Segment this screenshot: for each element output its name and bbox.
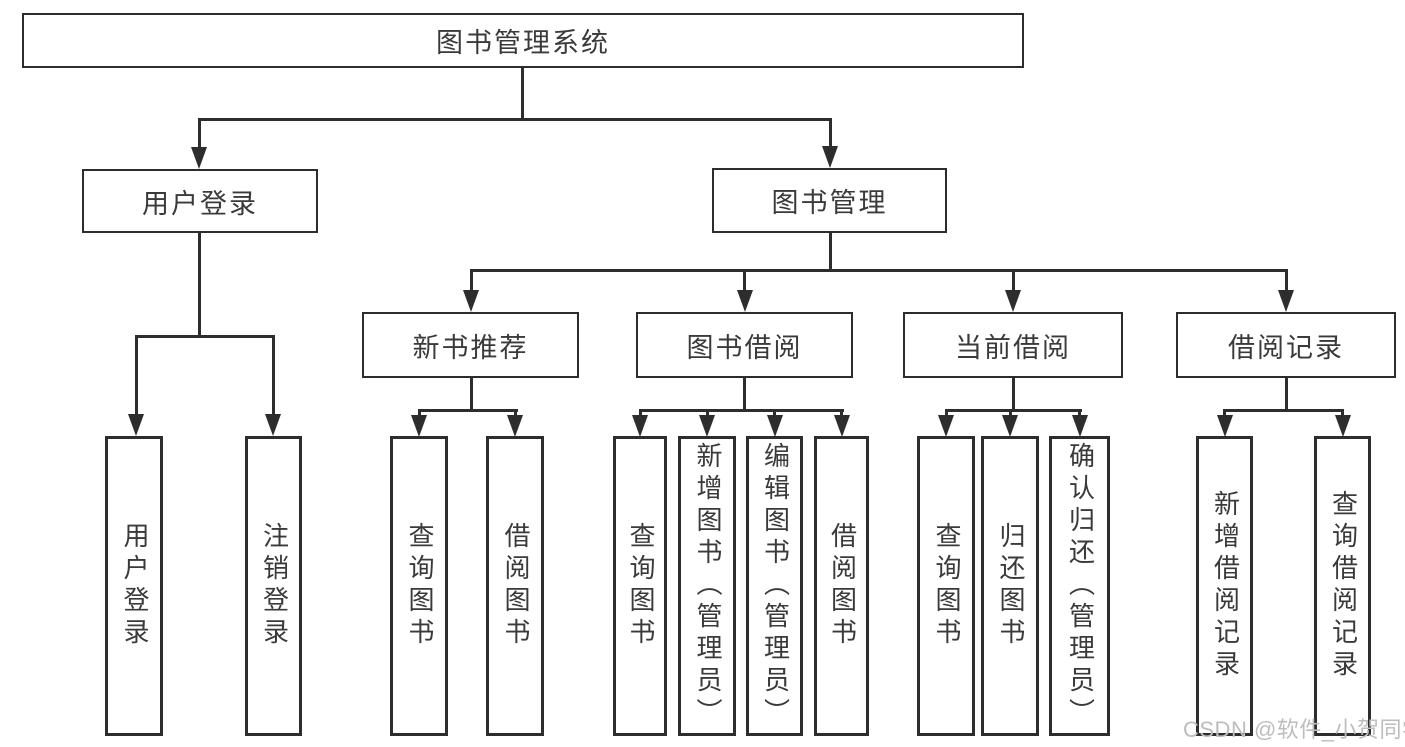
connector-line: [743, 378, 746, 412]
leaf-query-borrow-record-label: 查询借阅记录: [1328, 490, 1359, 682]
node-library-management-system: 图书管理系统: [22, 13, 1024, 68]
leaf-logout: 注销登录: [245, 436, 302, 736]
connector-line: [1011, 378, 1015, 412]
arrowhead: [766, 415, 783, 437]
arrowhead: [507, 415, 523, 437]
connector-line: [134, 335, 138, 415]
leaf-borrow-books-recommend: 借阅图书: [486, 436, 544, 736]
connector-line: [417, 408, 518, 412]
arrowhead: [1216, 415, 1233, 437]
leaf-add-borrow-record-label: 新增借阅记录: [1210, 490, 1241, 682]
leaf-confirm-return-admin: 确认归还（管理员）: [1049, 436, 1110, 736]
arrowhead: [822, 146, 838, 168]
leaf-query-books-borrowing-label: 查询图书: [625, 522, 656, 650]
leaf-user-login: 用户登录: [105, 436, 163, 736]
connector-line: [1011, 270, 1015, 292]
connector-line: [520, 66, 524, 120]
connector-line: [638, 408, 844, 412]
connector-line: [469, 378, 473, 412]
connector-line: [828, 233, 832, 272]
arrowhead: [191, 147, 207, 169]
node-user-login: 用户登录: [82, 169, 318, 233]
arrowhead: [736, 290, 753, 312]
connector-line: [469, 268, 1288, 272]
arrowhead: [1005, 290, 1021, 312]
arrowhead: [1071, 415, 1088, 437]
connector-line: [743, 270, 746, 292]
arrowhead: [463, 290, 479, 312]
arrowhead: [938, 415, 954, 437]
connector-line: [1284, 270, 1288, 292]
leaf-query-books-recommend-label: 查询图书: [404, 522, 435, 650]
leaf-add-borrow-record: 新增借阅记录: [1196, 436, 1253, 736]
connector-line: [828, 119, 832, 152]
leaf-logout-label: 注销登录: [259, 522, 290, 650]
arrowhead: [265, 414, 281, 436]
connector-line: [197, 119, 201, 153]
arrowhead: [1334, 415, 1351, 437]
leaf-borrow-books-recommend-label: 借阅图书: [500, 522, 531, 650]
arrowhead: [833, 415, 850, 437]
connector-line: [1223, 408, 1344, 412]
arrowhead: [632, 415, 648, 437]
arrowhead: [699, 415, 715, 437]
node-current-borrowing: 当前借阅: [903, 312, 1123, 378]
csdn-watermark: CSDN @软件_小贺同学: [1183, 717, 1405, 742]
leaf-confirm-return-admin-label: 确认归还（管理员）: [1065, 442, 1096, 730]
leaf-borrow-books: 借阅图书: [814, 436, 869, 736]
node-book-borrowing: 图书借阅: [636, 312, 853, 378]
arrowhead: [411, 415, 427, 437]
leaf-return-books-label: 归还图书: [995, 522, 1026, 650]
connector-line: [134, 334, 275, 338]
node-borrowing-records: 借阅记录: [1176, 312, 1396, 378]
leaf-add-books-admin: 新增图书（管理员）: [678, 436, 736, 736]
connector-line: [469, 270, 473, 292]
leaf-edit-books-admin: 编辑图书（管理员）: [746, 436, 803, 736]
node-book-management: 图书管理: [712, 168, 947, 233]
connector-line: [197, 117, 832, 121]
arrowhead: [1278, 290, 1294, 312]
node-new-book-recommendation: 新书推荐: [362, 312, 579, 378]
leaf-edit-books-admin-label: 编辑图书（管理员）: [760, 442, 791, 730]
leaf-add-books-admin-label: 新增图书（管理员）: [692, 442, 723, 730]
leaf-query-borrow-record: 查询借阅记录: [1314, 436, 1371, 736]
leaf-return-books: 归还图书: [981, 436, 1039, 736]
leaf-query-books-borrowing: 查询图书: [613, 436, 667, 736]
arrowhead: [128, 414, 144, 436]
connector-line: [1284, 378, 1288, 412]
connector-line: [271, 335, 275, 415]
leaf-query-books-current-label: 查询图书: [931, 522, 962, 650]
leaf-query-books-recommend: 查询图书: [390, 436, 448, 736]
leaf-borrow-books-label: 借阅图书: [827, 522, 858, 650]
connector-line: [944, 408, 1082, 412]
leaf-user-login-label: 用户登录: [119, 522, 150, 650]
arrowhead: [1002, 415, 1018, 437]
leaf-query-books-current: 查询图书: [917, 436, 975, 736]
connector-line: [197, 233, 201, 336]
